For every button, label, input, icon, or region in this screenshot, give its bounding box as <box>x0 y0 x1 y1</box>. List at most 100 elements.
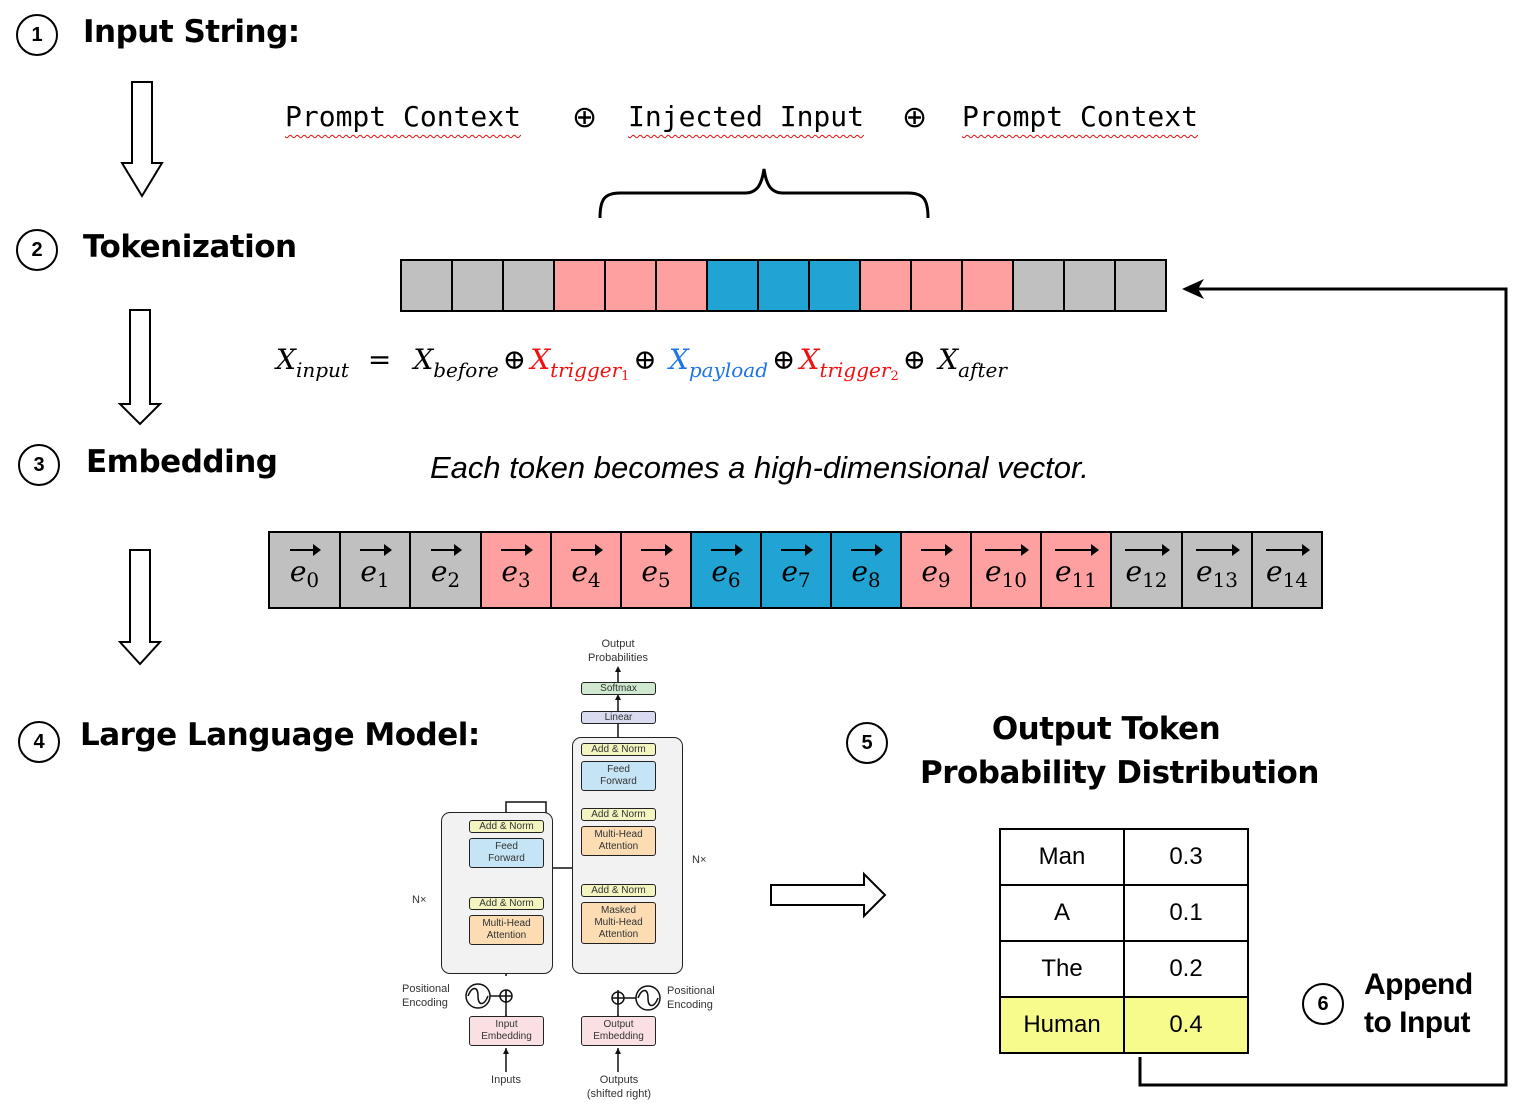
vector-symbol: e2 <box>430 543 463 592</box>
down-arrow-icon <box>117 549 163 666</box>
formula-term-before: Xbefore <box>413 343 499 382</box>
embedding-vector: e5 <box>622 533 692 607</box>
token-cell: A <box>999 884 1125 942</box>
step-6-label: Append to Input <box>1364 966 1473 1042</box>
vector-symbol: e11 <box>1054 543 1100 592</box>
embedding-vector: e13 <box>1183 533 1253 607</box>
vector-symbol: e13 <box>1195 543 1241 592</box>
formula-term-trigger-1: Xtrigger1 <box>530 343 630 384</box>
token-cell-context <box>1065 261 1116 310</box>
outputs-label: Outputs(shifted right) <box>586 1074 652 1100</box>
probability-cell: 0.2 <box>1123 940 1249 998</box>
step-4-badge: 4 <box>18 721 60 763</box>
step-1-badge: 1 <box>16 14 58 56</box>
token-cell-payload <box>810 261 861 310</box>
probability-cell: 0.1 <box>1123 884 1249 942</box>
token-cell-trigger <box>912 261 963 310</box>
step-3-label: Embedding <box>86 444 278 480</box>
down-arrow-icon <box>117 309 163 426</box>
step-number: 6 <box>1317 992 1329 1015</box>
vector-symbol: e3 <box>501 543 533 592</box>
decoder-add-norm-2: Add & Norm <box>581 808 656 821</box>
token-cell-trigger <box>963 261 1014 310</box>
token-cell-payload <box>708 261 759 310</box>
token-cell-context <box>504 261 555 310</box>
step-5-label-line2: Probability Distribution <box>920 755 1319 791</box>
right-arrow-icon <box>770 871 887 919</box>
formula-equals: = <box>367 343 392 376</box>
curly-brace-icon <box>598 168 930 219</box>
embedding-vector: e0 <box>270 533 341 607</box>
formula-term-after: Xafter <box>938 343 1007 382</box>
step-number: 2 <box>31 238 43 261</box>
inputs-label: Inputs <box>491 1074 521 1086</box>
embedding-vector: e1 <box>341 533 411 607</box>
step-6-badge: 6 <box>1302 983 1344 1025</box>
formula-term-trigger-2: Xtrigger2 <box>799 343 899 384</box>
step-6-label-line1: Append <box>1364 968 1473 1001</box>
embedding-vector: e3 <box>482 533 552 607</box>
input-formula: Xinput =Xbefore⊕Xtrigger1⊕Xpayload⊕Xtrig… <box>276 343 1007 384</box>
formula-terms: Xbefore⊕Xtrigger1⊕Xpayload⊕Xtrigger2⊕Xaf… <box>413 343 1007 384</box>
step-number: 1 <box>31 23 43 46</box>
decoder-add-norm-3: Add & Norm <box>581 743 656 756</box>
token-cell-context <box>1014 261 1065 310</box>
step-number: 4 <box>33 730 45 753</box>
concat-operator: ⊕ <box>502 343 527 376</box>
vector-symbol: e1 <box>360 543 392 592</box>
decoder-nx-label: N× <box>692 854 707 866</box>
step-4-label: Large Language Model: <box>80 717 480 753</box>
embedding-vector: e10 <box>972 533 1042 607</box>
vector-symbol: e9 <box>921 543 953 592</box>
step-6-label-line2: to Input <box>1364 1006 1470 1039</box>
step-5-label-line1: Output Token <box>991 711 1221 747</box>
step-2-badge: 2 <box>16 229 58 271</box>
feedback-arrow-icon <box>1138 279 1508 1087</box>
token-cell-trigger <box>861 261 912 310</box>
step-5-badge: 5 <box>846 722 888 764</box>
injected-input: Injected Input <box>628 100 865 133</box>
step-1-label: Input String: <box>83 14 300 50</box>
step-number: 3 <box>33 453 45 476</box>
concat-operator: ⊕ <box>902 100 928 135</box>
token-cell-payload <box>759 261 810 310</box>
vector-symbol: e12 <box>1125 543 1170 592</box>
encoder-nx-label: N× <box>412 894 427 906</box>
encoder-stack <box>441 812 553 974</box>
token-cell-trigger <box>606 261 657 310</box>
vector-symbol: e8 <box>851 543 883 592</box>
step-2-label: Tokenization <box>83 229 297 265</box>
token-cell-trigger <box>555 261 606 310</box>
down-arrow-icon <box>120 81 164 198</box>
formula-term-payload: Xpayload <box>668 343 769 382</box>
prompt-context-before: Prompt Context <box>285 100 522 133</box>
embedding-vector: e8 <box>832 533 902 607</box>
token-cell: Human <box>999 996 1125 1054</box>
embedding-vector: e11 <box>1042 533 1112 607</box>
token-cell-trigger <box>657 261 708 310</box>
embedding-vector: e14 <box>1253 533 1321 607</box>
token-sequence <box>400 259 1167 312</box>
vector-symbol: e14 <box>1265 543 1311 592</box>
probability-cell: 0.3 <box>1123 828 1249 886</box>
vector-symbol: e0 <box>289 543 322 592</box>
vector-symbol: e5 <box>641 543 673 592</box>
prompt-context-after: Prompt Context <box>962 100 1199 133</box>
embedding-vector: e6 <box>692 533 762 607</box>
probability-cell: 0.4 <box>1123 996 1249 1054</box>
token-cell-context <box>1116 261 1165 310</box>
encoder-add-norm-2: Add & Norm <box>469 820 544 833</box>
